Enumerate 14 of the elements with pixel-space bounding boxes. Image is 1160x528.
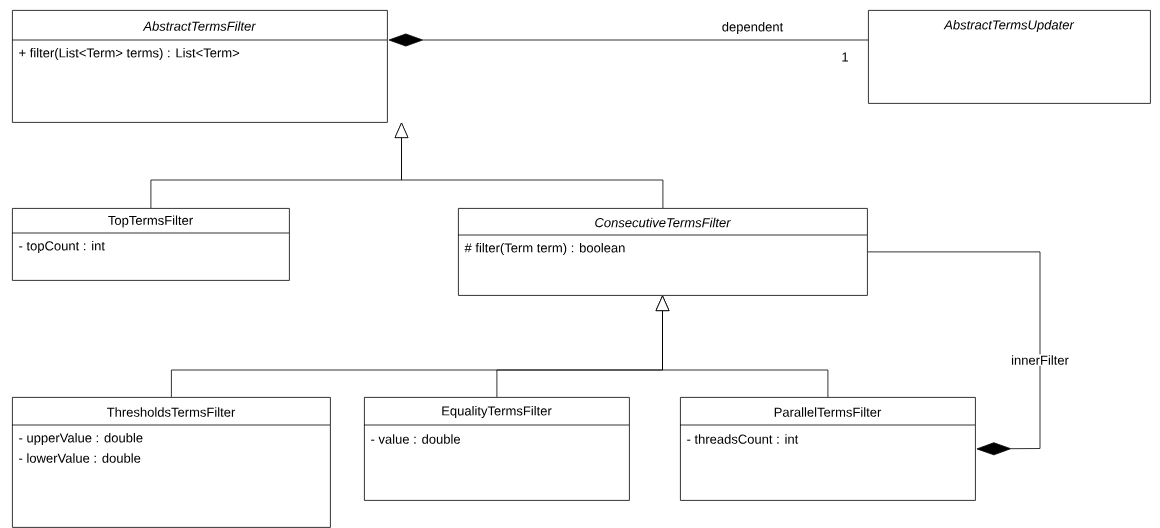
class-box: ThresholdsTermsFilter - upperValue : double - lowerValue : double xyxy=(11,397,331,528)
class-box: AbstractTermsUpdater xyxy=(868,10,1151,104)
edge-label: innerFilter xyxy=(1010,354,1070,366)
association-line xyxy=(388,33,869,47)
class-box: AbstractTermsFilter + filter(List<Term> terms) : List<Term> xyxy=(11,10,388,123)
class-box: TopTermsFilter - topCount : int xyxy=(11,208,290,281)
class-box: ParallelTermsFilter - threadsCount : int xyxy=(679,397,976,501)
class-box: EqualityTermsFilter - value : double xyxy=(363,397,630,501)
multiplicity-label: 1 xyxy=(842,52,848,62)
class-box: ConsecutiveTermsFilter # filter(Term term) : boolean xyxy=(457,208,868,296)
association-line xyxy=(655,295,829,398)
association-line xyxy=(394,122,664,209)
edge-label: dependent xyxy=(720,20,785,36)
association-line xyxy=(867,251,1041,456)
